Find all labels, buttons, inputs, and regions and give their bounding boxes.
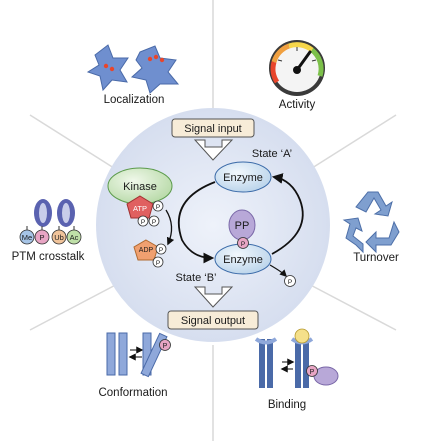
- adp-label: ADP: [139, 247, 154, 254]
- localization-icon: [86, 44, 180, 94]
- atp-p2: P: [141, 219, 145, 226]
- ptm-me-mark: Me: [22, 233, 32, 242]
- atp-phosphates: [137, 200, 164, 227]
- enzyme-top-label: Enzyme: [223, 172, 263, 184]
- atp-p1: P: [156, 204, 160, 211]
- signal-input-label: Signal input: [184, 123, 242, 135]
- ptm-ac-mark: Ac: [70, 233, 79, 242]
- kinase-label: Kinase: [123, 181, 157, 193]
- ptm-crosstalk-icon: Me P Ub Ac: [19, 199, 82, 245]
- release-arrow: [269, 264, 288, 278]
- adp-pentagon: [133, 239, 159, 261]
- signal-output-box: [167, 310, 259, 330]
- output-arrow: [193, 286, 234, 308]
- enzyme-top: [214, 161, 272, 193]
- released-phospho: [284, 275, 296, 287]
- released-phospho-label: P: [288, 279, 292, 286]
- adp-p2: P: [156, 260, 160, 267]
- binding-label: Binding: [268, 399, 306, 411]
- conformation-label: Conformation: [98, 387, 167, 399]
- activity-gauge-icon: [269, 40, 325, 96]
- adp-phosphates: [152, 243, 167, 268]
- signal-input-box: [171, 118, 255, 138]
- conformation-icon: P: [106, 332, 171, 378]
- kinase-atp-arc: [165, 209, 175, 246]
- state-b-label: State ‘B’: [176, 272, 217, 284]
- center-disc: [96, 108, 330, 342]
- binding-phospho: P: [310, 369, 315, 376]
- adp-p1: P: [159, 247, 163, 254]
- enzyme-bottom-label: Enzyme: [223, 254, 263, 266]
- cycle-arrow-right: [271, 173, 304, 255]
- enzyme-bottom-phospho-label: P: [241, 241, 245, 248]
- ptm-p-mark: P: [39, 233, 44, 242]
- binding-icon: P: [254, 328, 339, 388]
- ptm-ub-mark: Ub: [54, 233, 64, 242]
- pp-label: PP: [235, 220, 250, 232]
- signal-output-label: Signal output: [181, 315, 245, 327]
- turnover-recycle-icon: [342, 191, 400, 254]
- activity-label: Activity: [279, 99, 316, 111]
- enzyme-bottom-phospho: [237, 237, 249, 249]
- radial-dividers: [29, 0, 397, 441]
- atp-p3: P: [152, 219, 156, 226]
- turnover-label: Turnover: [353, 252, 399, 264]
- conformation-phospho: P: [163, 343, 168, 350]
- input-arrow: [193, 139, 234, 161]
- localization-label: Localization: [104, 94, 165, 106]
- ptm-crosstalk-label: PTM crosstalk: [12, 251, 85, 263]
- state-a-label: State ‘A’: [252, 148, 292, 160]
- atp-label: ATP: [133, 204, 147, 213]
- cycle-arrow-left: [177, 181, 216, 264]
